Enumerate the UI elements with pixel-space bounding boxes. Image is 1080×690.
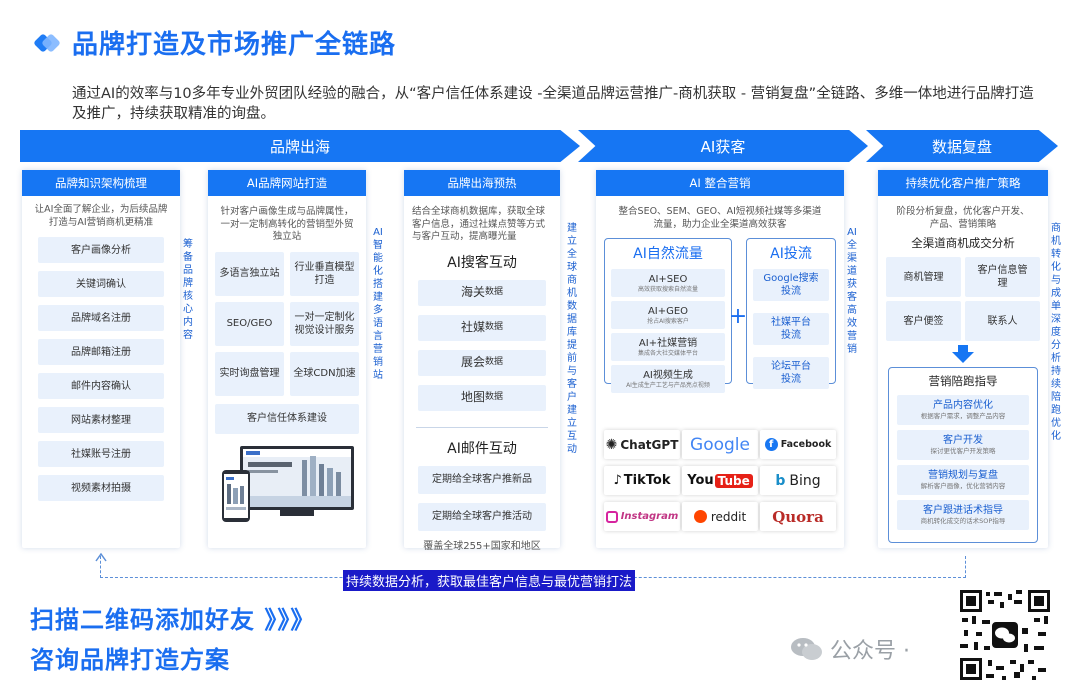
- panel-title: 持续优化客户推广策略: [878, 170, 1048, 196]
- chatgpt-logo-icon: ✺ChatGPT: [604, 430, 680, 459]
- coaching-item: 营销规划与复盘解析客户画像，优化营销内容: [897, 465, 1029, 495]
- list-item: 关键词确认: [38, 271, 164, 297]
- coaching-box: 营销陪跑指导 产品内容优化根据客户需求，调整产品内容 客户开发探讨更优客户开发策…: [888, 367, 1038, 543]
- data-source-item: 地图数据: [418, 384, 546, 411]
- analysis-tile: 商机管理: [886, 257, 961, 297]
- website-mockup-icon: [222, 445, 354, 522]
- analysis-tile: 联系人: [965, 301, 1040, 341]
- mail-item: 定期给全球客户推活动: [418, 502, 546, 531]
- intro-paragraph: 通过AI的效率与10多年专业外贸团队经验的融合，从“客户信任体系建设 -全渠道品…: [72, 86, 1034, 122]
- instagram-logo-icon: Instagram: [604, 502, 680, 531]
- qr-code-icon: [958, 588, 1052, 682]
- list-item: 社媒账号注册: [38, 441, 164, 467]
- paid-channel-item: Google搜索投流: [753, 269, 829, 301]
- feature-tile: 多语言独立站: [215, 251, 284, 296]
- coaching-item: 客户跟进话术指导商机转化成交的话术SOP指导: [897, 500, 1029, 530]
- phase-ai-acquisition: AI获客: [578, 130, 868, 162]
- vertical-connector-label: 建立全球商机数据库 提前与客户建立互动: [567, 223, 577, 455]
- section-title: AI自然流量: [633, 246, 703, 262]
- channel-item: AI+社媒营销集成各大社交媒体平台: [611, 333, 725, 361]
- cta-scan-text: 扫描二维码添加好友 》》》: [30, 606, 316, 634]
- feature-tile: 行业垂直模型打造: [290, 251, 359, 296]
- paid-channel-item: 社媒平台投流: [753, 313, 829, 345]
- panel-description: 阶段分析复盘，优化客户开发、产品、营销策略: [896, 206, 1030, 230]
- panel-title: AI 整合营销: [596, 170, 844, 196]
- list-item: 邮件内容确认: [38, 373, 164, 399]
- vertical-connector-label: 商机转化与成单深度分析 持续陪跑优化: [1051, 223, 1061, 442]
- paid-traffic-box: AI投流 Google搜索投流 社媒平台投流 论坛平台投流: [746, 238, 836, 389]
- quora-logo-icon: Quora: [760, 502, 836, 531]
- feature-tile: SEO/GEO: [215, 301, 284, 346]
- feedback-loop-label: 持续数据分析，获取最佳客户信息与最优营销打法: [343, 570, 636, 591]
- list-item: 客户画像分析: [38, 237, 164, 263]
- paid-channel-item: 论坛平台投流: [753, 357, 829, 389]
- feature-tile: 全球CDN加速: [290, 351, 359, 396]
- panel-strategy-optimization: 持续优化客户推广策略 阶段分析复盘，优化客户开发、产品、营销策略 全渠道商机成交…: [878, 170, 1048, 548]
- mail-item: 定期给全球客户推新品: [418, 465, 546, 494]
- panel-description: 针对客户画像生成与品牌属性，一对一定制高转化的营销型外贸独立站: [220, 206, 354, 242]
- plus-icon: +: [728, 304, 748, 329]
- panel-description: 整合SEO、SEM、GEO、AI短视频社媒等多渠道流量，助力企业全渠道高效获客: [618, 206, 822, 230]
- data-source-item: 海关数据: [418, 279, 546, 306]
- panel-description: 让AI全面了解企业，为后续品牌打造与AI营销商机更精准: [34, 204, 168, 228]
- feature-tile-wide: 客户信任体系建设: [215, 403, 359, 434]
- vertical-connector-label: AI智能化搭建多语言营销站: [373, 227, 383, 381]
- feature-tile: 一对一定制化视觉设计服务: [290, 301, 359, 346]
- arrow-up-icon: [95, 552, 107, 562]
- section-title: 全渠道商机成交分析: [911, 236, 1015, 250]
- panel-title: AI品牌网站打造: [208, 170, 366, 196]
- panel-brand-warmup: 品牌出海预热 结合全球商机数据库，获取全球客户信息，通过社媒点赞等方式与客户互动…: [404, 170, 560, 552]
- diamond-logo-icon: [33, 32, 61, 54]
- feature-tile: 实时询盘管理: [215, 351, 284, 396]
- wechat-icon: [791, 638, 822, 660]
- analysis-tile: 客户信息管理: [965, 257, 1040, 297]
- panel-description: 结合全球商机数据库，获取全球客户信息，通过社媒点赞等方式与客户互动，提高曝光量: [412, 206, 546, 242]
- section-title: AI投流: [770, 246, 812, 262]
- phase-data-review: 数据复盘: [866, 130, 1058, 162]
- analysis-tile: 客户便签: [886, 301, 961, 341]
- panel-ai-marketing: AI 整合营销 整合SEO、SEM、GEO、AI短视频社媒等多渠道流量，助力企业…: [596, 170, 844, 548]
- list-item: 品牌域名注册: [38, 305, 164, 331]
- coaching-item: 产品内容优化根据客户需求，调整产品内容: [897, 395, 1029, 425]
- data-source-item: 社媒数据: [418, 314, 546, 341]
- page-title: 品牌打造及市场推广全链路: [72, 30, 397, 60]
- reddit-logo-icon: reddit: [682, 502, 758, 531]
- list-item: 网站素材整理: [38, 407, 164, 433]
- list-item: 视频素材拍摄: [38, 475, 164, 501]
- section-title: AI邮件互动: [447, 440, 517, 457]
- tiktok-logo-icon: ♪TikTok: [604, 466, 680, 495]
- wechat-watermark: 公众号 ·: [790, 633, 910, 665]
- google-logo-icon: Google: [682, 430, 758, 459]
- phase-brand-overseas: 品牌出海: [20, 130, 580, 162]
- section-title: AI搜客互动: [447, 254, 517, 271]
- coaching-item: 客户开发探讨更优客户开发策略: [897, 430, 1029, 460]
- section-title: 营销陪跑指导: [928, 374, 998, 388]
- arrow-down-icon: [952, 345, 974, 363]
- page-header: 品牌打造及市场推广全链路: [33, 24, 397, 61]
- data-source-item: 展会数据: [418, 349, 546, 376]
- vertical-connector-label: AI全渠道获客 高效营销: [847, 227, 857, 355]
- panel-title: 品牌知识架构梳理: [22, 170, 180, 196]
- vertical-connector-label: 筹备品牌核心内容: [183, 239, 193, 341]
- cta-consult-text: 咨询品牌打造方案: [30, 646, 230, 674]
- coverage-note: 覆盖全球255+国家和地区: [423, 540, 541, 552]
- panel-ai-website: AI品牌网站打造 针对客户画像生成与品牌属性，一对一定制高转化的营销型外贸独立站…: [208, 170, 366, 548]
- qr-code-image: [958, 588, 1052, 682]
- panel-brand-knowledge: 品牌知识架构梳理 让AI全面了解企业，为后续品牌打造与AI营销商机更精准 客户画…: [22, 170, 180, 548]
- divider: [416, 426, 548, 428]
- list-item: 品牌邮箱注册: [38, 339, 164, 365]
- panel-title: 品牌出海预热: [404, 170, 560, 196]
